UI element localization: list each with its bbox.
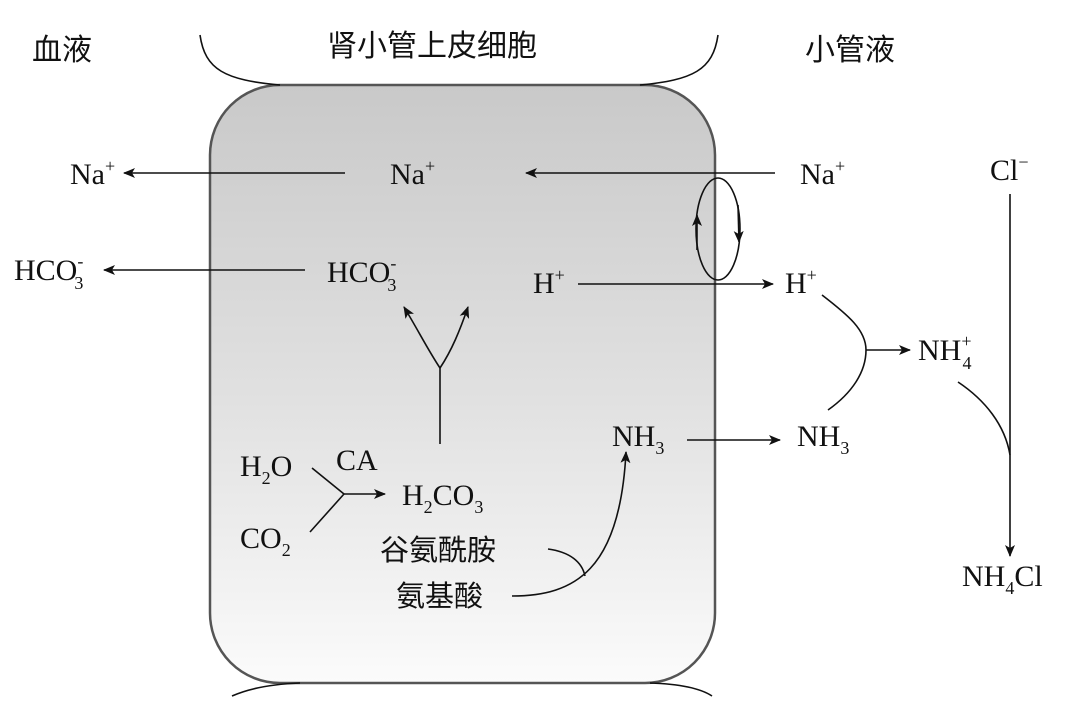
amino-acid-label: 氨基酸 [396, 579, 483, 613]
epithelial-cell-body [208, 83, 717, 685]
nh4cl: NH4Cl [962, 560, 1043, 598]
antiporter-arrow-down [733, 204, 744, 243]
h-branch [821, 294, 867, 351]
fork-arrow-right [439, 306, 470, 369]
blood-label: 血液 [32, 33, 92, 68]
nh3-cell: NH3 [612, 420, 664, 458]
h-lumen: H+ [785, 265, 817, 300]
h-cell: H+ [533, 265, 565, 300]
nh4-lumen: NH+4 [918, 331, 972, 373]
co2: CO2 [240, 522, 291, 560]
na-blood: Na+ [70, 156, 115, 191]
h2co3: H2CO3 [402, 479, 483, 517]
lumen-label: 小管液 [805, 33, 895, 68]
na-cell: Na+ [390, 156, 435, 191]
nh3-lumen: NH3 [797, 420, 849, 458]
bottom-cell-junction [231, 682, 713, 697]
h2o-branch [311, 467, 345, 495]
cl-lumen: Cl− [990, 152, 1029, 187]
nh3-branch [827, 349, 867, 411]
hco3-blood: HCO-3 [14, 251, 83, 293]
antiporter-ellipse [695, 177, 741, 281]
top-cell-junction [199, 34, 719, 86]
fork-arrow-left [403, 306, 441, 369]
na-lumen: Na+ [800, 156, 845, 191]
glutamine-label: 谷氨酰胺 [380, 533, 496, 567]
h2o: H2O [240, 450, 292, 488]
arrow-glutamine-to-nh3 [511, 451, 631, 597]
ca-enzyme: CA [336, 444, 378, 477]
cell-title: 肾小管上皮细胞 [327, 29, 537, 64]
hco3-cell: HCO-3 [327, 253, 396, 295]
co2-branch [309, 493, 345, 533]
glutamine-branch [547, 548, 586, 577]
nh4-branch [957, 381, 1011, 456]
